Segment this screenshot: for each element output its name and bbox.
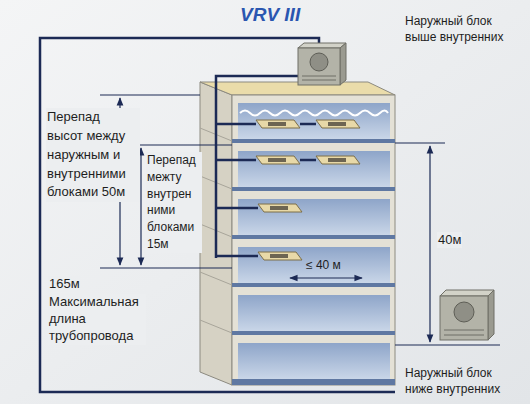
logo: VRV III — [240, 4, 350, 27]
dimension-label: ≤ 40 м — [306, 259, 341, 272]
note-label: Наружный блок ниже внутренних — [405, 366, 517, 397]
indoor-piping — [216, 76, 316, 258]
outdoor-unit — [440, 290, 494, 340]
building — [200, 82, 395, 385]
indoor-unit-grille — [268, 122, 346, 258]
wavy-line — [240, 111, 388, 116]
dimension-label: 40м — [437, 232, 462, 248]
note-label: Наружный блок выше внутренних — [405, 14, 517, 45]
dimension-label: Перепад высот между наружным и внутренни… — [46, 108, 140, 202]
dimension-label: Перепад межту внутрен ними блоками 15м — [146, 152, 202, 253]
outdoor-unit — [298, 43, 346, 85]
refrigerant-pipe — [40, 38, 395, 392]
note-label: Максимальная длина трубопровода — [48, 294, 146, 345]
dimension-line — [100, 95, 500, 345]
dimension-label: 165м — [48, 276, 81, 292]
indoor-unit — [256, 120, 360, 260]
